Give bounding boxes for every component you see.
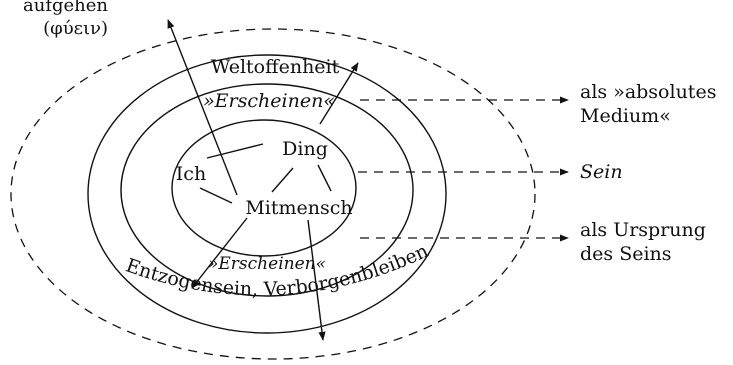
label-sein: Sein <box>580 161 623 183</box>
label-aufgehen: aufgehen <box>23 0 108 16</box>
label-erscheinen-top: »Erscheinen« <box>203 90 335 112</box>
label-weltoffenheit: Weltoffenheit <box>211 56 340 78</box>
ich-mitmensch-line <box>199 187 233 204</box>
label-des-seins: des Seins <box>580 243 672 265</box>
outer-solid-ellipse <box>87 54 447 334</box>
arrow-ding-up <box>319 62 359 125</box>
arrow-mitmensch-down <box>307 219 326 341</box>
label-ich: Ich <box>176 163 206 185</box>
ding-mitmensch-line-right <box>317 164 332 192</box>
middle-solid-ellipse <box>120 83 414 297</box>
outer-dashed-ellipse <box>10 28 536 360</box>
label-absolutes: als »absolutes <box>580 81 716 103</box>
arrow-mitmensch-down-left <box>191 217 248 289</box>
label-ursprung: als Ursprung <box>580 219 706 241</box>
label-mitmensch: Mitmensch <box>245 197 352 219</box>
arrow-to-top-left <box>167 19 238 196</box>
label-erscheinen-bottom: »Erscheinen« <box>208 254 326 274</box>
inner-solid-ellipse <box>171 119 357 257</box>
label-ding: Ding <box>282 138 328 160</box>
label-medium: Medium« <box>580 105 671 127</box>
ich-ding-line <box>206 143 264 159</box>
ding-mitmensch-line-left <box>271 167 294 193</box>
label-phyein: (φύειν) <box>43 18 108 39</box>
